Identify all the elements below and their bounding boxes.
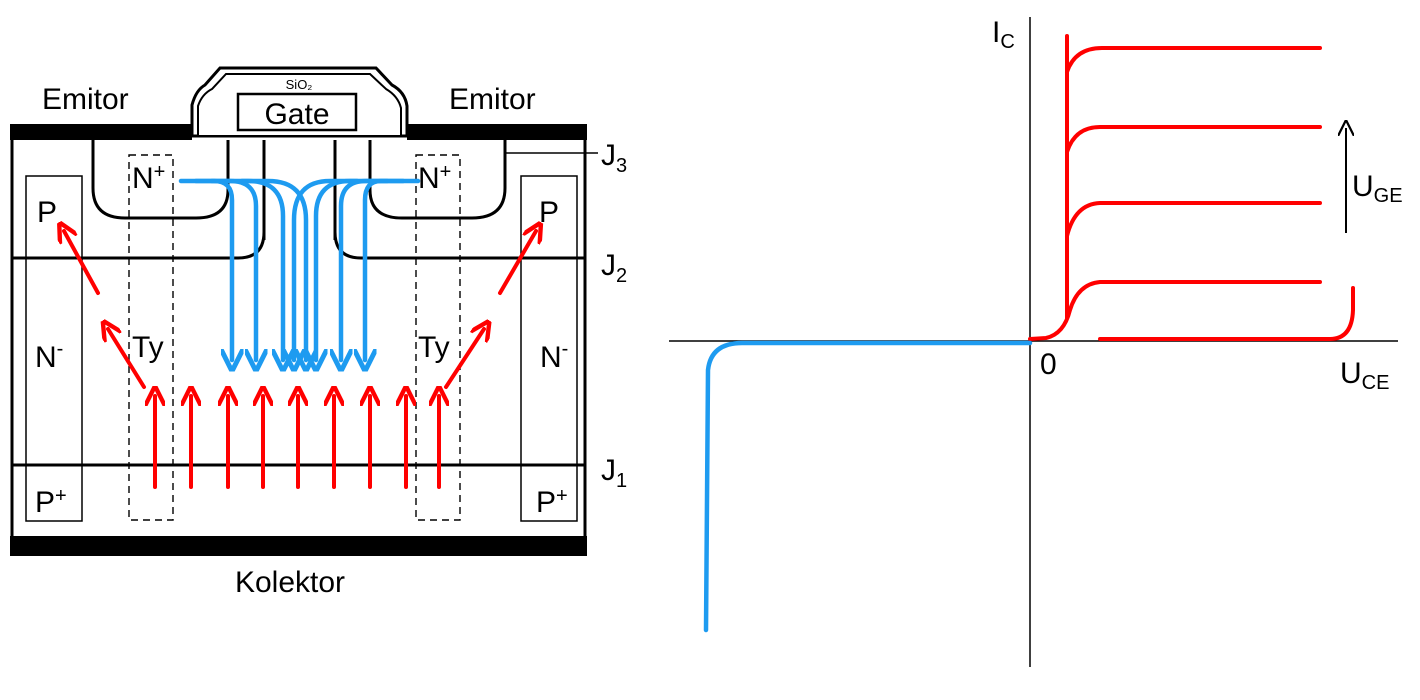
forward-curves [1028,34,1355,341]
thyristor-label-left: Ty [132,331,164,364]
electron-flow-arrow [193,178,256,360]
output-characteristic: IC UCE 0 UGE [669,16,1403,667]
gate-label: Gate [264,98,329,131]
y-axis-label: IC [992,16,1015,53]
p-plus-label-right: P+ [536,485,568,519]
reverse-curve [703,340,1033,633]
x-axis-label: UCE [1340,357,1389,394]
emitter-label-left: Emitor [42,83,129,116]
electron-flow-arrow [294,178,360,360]
thyristor-label-right: Ty [418,331,450,364]
collector-label: Kolektor [235,566,345,599]
hole-flow-arrow [444,329,484,389]
p-label-left: P [37,196,57,229]
electron-flow-arrow [341,178,406,360]
emitter-metal-left [10,124,192,140]
n-minus-label-right: N- [540,338,568,374]
n-plus-label-left: N+ [132,161,165,195]
electron-flow-arrow [239,178,306,360]
n-plus-region-left [91,140,230,220]
curve-uge-2 [1065,201,1322,238]
hole-flow [64,231,536,489]
electron-flow-arrow [365,178,421,360]
hole-flow-arrow [498,231,536,295]
p-plus-label-left: P+ [35,485,67,519]
side-strip-right [520,175,578,522]
p-label-right: P [539,196,559,229]
n-plus-label-right: N+ [418,161,451,195]
junction-j1-label: J1 [601,454,627,492]
igbt-cross-section: SiO₂ Gate Emitor Emitor Kolektor N+ N+ P… [10,66,627,599]
emitter-label-right: Emitor [449,83,536,116]
junction-j3-label: J3 [601,139,627,177]
hole-flow-arrow [64,231,100,295]
curve-uge-1-tail [1098,286,1355,341]
hole-flow-arrow [108,329,146,389]
uge-label: UGE [1352,170,1403,207]
electron-flow [178,178,421,360]
oxide-label: SiO₂ [286,77,313,92]
gate-oxide [190,66,409,138]
n-minus-label-left: N- [35,338,63,374]
n-plus-region-right [368,140,507,220]
side-strip-left [25,175,83,522]
emitter-metal-right [407,124,587,140]
origin-label: 0 [1040,348,1057,381]
collector-metal [10,536,587,556]
junction-j2-label: J2 [601,249,627,287]
curve-uge-3 [1065,125,1322,154]
gate-electrode[interactable] [236,92,358,132]
curve-uge-4 [1065,46,1322,74]
curve-uge-1 [1028,280,1322,341]
